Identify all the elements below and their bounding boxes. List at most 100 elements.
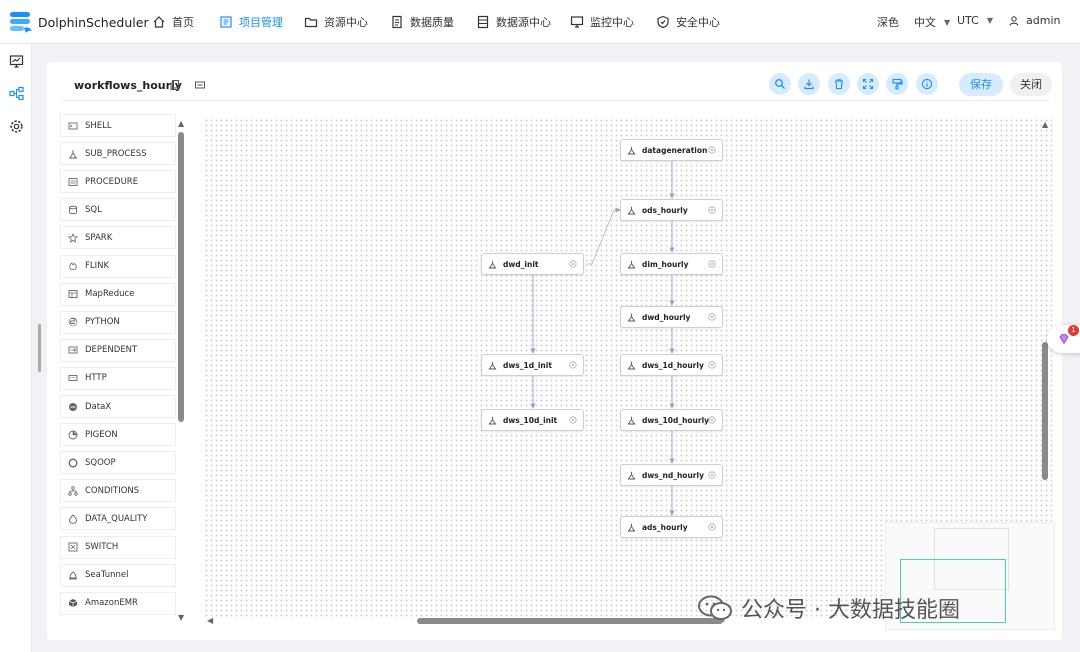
nav-resources[interactable]: 资源中心 bbox=[304, 12, 368, 32]
dag-node-dws-10d-hourly[interactable]: dws_10d_hourly bbox=[620, 409, 723, 431]
task-type-http[interactable]: HTTP bbox=[60, 366, 176, 390]
node-status-icon[interactable] bbox=[708, 260, 716, 268]
node-status-icon[interactable] bbox=[708, 416, 716, 424]
dag-node-dim-hourly[interactable]: dim_hourly bbox=[620, 253, 723, 275]
nav-datasource[interactable]: 数据源中心 bbox=[476, 12, 551, 32]
task-type-shell[interactable]: SHELL bbox=[60, 114, 176, 137]
dag-node-dws-nd-hourly[interactable]: dws_nd_hourly bbox=[620, 464, 723, 486]
task-type-sql[interactable]: SQL bbox=[60, 198, 176, 222]
minimap-viewport[interactable] bbox=[900, 559, 1006, 623]
edit-name-icon[interactable] bbox=[194, 79, 206, 91]
settings-gear-icon[interactable] bbox=[9, 119, 24, 134]
task-type-mapreduce[interactable]: MapReduce bbox=[60, 282, 176, 306]
node-status-icon[interactable] bbox=[708, 361, 716, 369]
task-type-label: SUB_PROCESS bbox=[85, 148, 147, 159]
node-status-icon[interactable] bbox=[708, 206, 716, 214]
dag-node-ods-hourly[interactable]: ods_hourly bbox=[620, 199, 723, 221]
search-button[interactable] bbox=[769, 73, 791, 95]
info-button[interactable] bbox=[916, 73, 938, 95]
node-status-icon[interactable] bbox=[569, 361, 577, 369]
format-button[interactable] bbox=[886, 73, 908, 95]
fullscreen-button[interactable] bbox=[857, 73, 879, 95]
task-type-label: AmazonEMR bbox=[85, 598, 138, 609]
task-type-icon bbox=[68, 177, 78, 186]
watermark-text: 公众号 · 大数据技能圈 bbox=[741, 598, 960, 623]
gem-icon bbox=[1059, 334, 1069, 345]
task-type-procedure[interactable]: PROCEDURE bbox=[60, 170, 176, 194]
nav-monitor-label: 监控中心 bbox=[590, 16, 634, 29]
node-status-icon[interactable] bbox=[569, 416, 577, 424]
monitor-icon bbox=[570, 16, 584, 28]
scroll-down-arrow-icon[interactable]: ▼ bbox=[178, 613, 185, 622]
task-list-scrollbar-thumb[interactable] bbox=[178, 132, 184, 422]
app-logo[interactable]: DolphinScheduler bbox=[8, 9, 149, 35]
timezone-label: UTC bbox=[957, 14, 979, 27]
timezone-select[interactable]: UTC ▼ bbox=[957, 14, 993, 27]
nav-project[interactable]: 项目管理 bbox=[219, 12, 283, 32]
dag-minimap[interactable] bbox=[885, 522, 1055, 630]
node-status-icon[interactable] bbox=[708, 523, 716, 531]
fullscreen-icon bbox=[862, 78, 874, 90]
node-status-icon[interactable] bbox=[708, 313, 716, 321]
node-status-icon[interactable] bbox=[708, 146, 716, 154]
task-type-label: PYTHON bbox=[85, 317, 120, 328]
close-button[interactable]: 关闭 bbox=[1010, 73, 1052, 96]
canvas-vertical-scrollbar[interactable] bbox=[1042, 342, 1048, 480]
dag-node-datageneration[interactable]: datageneration bbox=[620, 139, 723, 161]
task-type-conditions[interactable]: CONDITIONS bbox=[60, 479, 176, 503]
datasource-icon bbox=[477, 15, 489, 29]
dag-node-dws-10d-init[interactable]: dws_10d_init bbox=[481, 409, 584, 431]
task-type-label: MapReduce bbox=[85, 289, 135, 300]
user-menu[interactable]: admin bbox=[1009, 14, 1060, 27]
task-type-switch[interactable]: SWITCH bbox=[60, 535, 176, 559]
nav-security[interactable]: 安全中心 bbox=[656, 12, 720, 32]
copy-icon[interactable] bbox=[169, 79, 181, 91]
dag-node-dwd-init[interactable]: dwd_init bbox=[481, 253, 584, 275]
node-status-icon[interactable] bbox=[569, 260, 577, 268]
info-icon bbox=[921, 78, 933, 90]
dag-node-label: dws_1d_hourly bbox=[642, 360, 704, 370]
task-type-dependent[interactable]: DEPENDENT bbox=[60, 338, 176, 362]
dag-node-dws-1d-init[interactable]: dws_1d_init bbox=[481, 354, 584, 376]
task-type-list: SHELL SUB_PROCESS PROCEDURE SQL SPARK FLINK Ma… bbox=[60, 114, 177, 619]
canvas-horizontal-scrollbar[interactable] bbox=[417, 618, 723, 624]
delete-button[interactable] bbox=[828, 73, 850, 95]
task-type-python[interactable]: PYTHON bbox=[60, 310, 176, 334]
canvas-scroll-left-icon[interactable]: ◀ bbox=[207, 616, 214, 625]
task-type-data-quality[interactable]: DATA_QUALITY bbox=[60, 507, 176, 531]
sidebar-resize-handle[interactable] bbox=[38, 324, 41, 372]
scroll-up-arrow-icon[interactable]: ▲ bbox=[178, 119, 185, 128]
sub-process-icon bbox=[627, 523, 636, 531]
nav-monitor[interactable]: 监控中心 bbox=[570, 12, 634, 32]
download-button[interactable] bbox=[798, 73, 820, 95]
sub-process-icon bbox=[627, 313, 636, 321]
language-select[interactable]: 中文 ▼ bbox=[914, 14, 950, 30]
workflow-relation-icon[interactable] bbox=[9, 86, 24, 101]
task-type-flink[interactable]: FLINK bbox=[60, 254, 176, 278]
task-type-label: PROCEDURE bbox=[85, 176, 139, 187]
dag-node-ads-hourly[interactable]: ads_hourly bbox=[620, 516, 723, 538]
nav-data-quality-label: 数据质量 bbox=[410, 16, 454, 29]
task-type-datax[interactable]: DataX bbox=[60, 395, 176, 418]
task-type-sub-process[interactable]: SUB_PROCESS bbox=[60, 142, 176, 166]
save-button[interactable]: 保存 bbox=[959, 73, 1003, 96]
task-type-spark[interactable]: SPARK bbox=[60, 226, 176, 250]
dag-node-dws-1d-hourly[interactable]: dws_1d_hourly bbox=[620, 354, 723, 376]
task-type-pigeon[interactable]: PIGEON bbox=[60, 423, 176, 447]
nav-data-quality[interactable]: 数据质量 bbox=[390, 12, 454, 32]
user-name: admin bbox=[1026, 14, 1061, 27]
task-type-icon bbox=[69, 205, 77, 214]
task-type-label: DATA_QUALITY bbox=[85, 513, 148, 524]
security-icon bbox=[657, 15, 669, 29]
dag-node-dwd-hourly[interactable]: dwd_hourly bbox=[620, 306, 723, 328]
nav-home[interactable]: 首页 bbox=[152, 12, 194, 32]
workflow-monitor-icon[interactable] bbox=[9, 54, 24, 69]
task-type-sqoop[interactable]: SQOOP bbox=[60, 451, 176, 475]
task-type-icon bbox=[68, 542, 78, 552]
theme-toggle[interactable]: 深色 bbox=[877, 14, 899, 30]
task-type-seatunnel[interactable]: SeaTunnel bbox=[60, 563, 176, 587]
dolphinscheduler-logo-icon bbox=[10, 12, 32, 33]
node-status-icon[interactable] bbox=[708, 471, 716, 479]
canvas-scroll-up-icon[interactable]: ▲ bbox=[1042, 120, 1049, 129]
task-type-amazonemr[interactable]: AmazonEMR bbox=[60, 591, 176, 615]
